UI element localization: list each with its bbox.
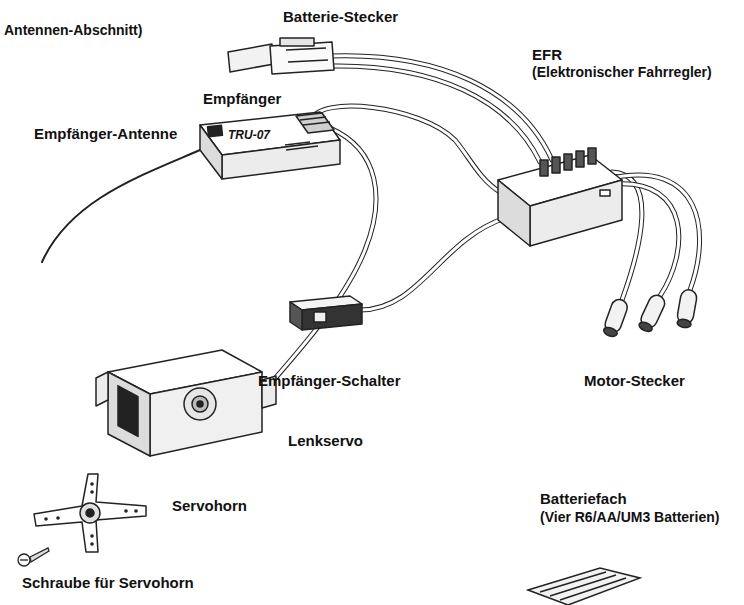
- battery-connector: [228, 38, 334, 74]
- servo-horn: [34, 474, 146, 552]
- model-marking: TRU-07: [228, 129, 270, 143]
- antenna-note: Antennen-Abschnitt): [4, 22, 142, 38]
- motor-plugs: [601, 289, 697, 339]
- antenna-wire: [42, 150, 200, 262]
- screw-label: Schraube für Servohorn: [22, 574, 194, 591]
- connector-label: Batterie-Stecker: [283, 8, 398, 25]
- receiver-label: Empfänger: [203, 90, 281, 107]
- battery-label: (Vier R6/AA/UM3 Batterien): [540, 509, 719, 525]
- receiver-switch: [290, 296, 362, 330]
- plug-label: Motor-Stecker: [584, 372, 685, 389]
- speed-controller: [498, 148, 622, 246]
- switch-label: Empfänger-Schalter: [258, 372, 401, 389]
- steering-servo: [96, 350, 276, 456]
- esc-label: EFR: [532, 46, 562, 63]
- switch-cable: [360, 218, 505, 310]
- motor-cable: [612, 175, 700, 290]
- battery-box: [528, 568, 640, 605]
- esc-label: (Elektronischer Fahrregler): [532, 64, 712, 80]
- horn-label: Servohorn: [172, 497, 247, 514]
- battery-label: Batteriefach: [540, 490, 627, 507]
- receiver: [200, 112, 340, 179]
- motor-cable: [616, 184, 679, 296]
- antenna-label: Empfänger-Antenne: [34, 125, 177, 142]
- battery-cable: [330, 66, 540, 162]
- screw: [18, 548, 49, 566]
- servo-label: Lenkservo: [288, 432, 363, 449]
- cables: [42, 56, 700, 398]
